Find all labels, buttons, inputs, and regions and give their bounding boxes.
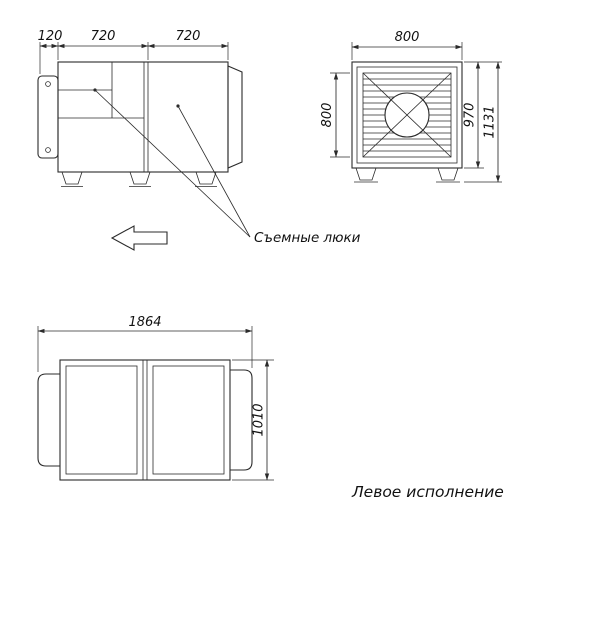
dim-label-1010: 1010 [252,403,267,436]
left-arrow-icon [110,225,168,251]
panel-frame [152,365,225,475]
variant-caption: Левое исполнение [351,483,504,501]
hatch-label: Съемные люки [254,230,361,246]
front-view: 800 800 970 1131 [320,30,502,183]
front-panel-frame [356,66,458,164]
unit-body [57,61,229,173]
foot [355,167,377,181]
flange-bolt [45,81,51,87]
inlet-flange [37,75,59,159]
top-view: 1864 1010 [37,315,274,481]
dim-label-800w: 800 [395,30,420,45]
diagonal-brace [362,72,452,158]
dim-label-1864: 1864 [128,315,161,330]
dim-label-800h: 800 [320,103,335,128]
foot [437,167,459,181]
dim-label-970: 970 [463,103,478,128]
inlet-flange-top [37,373,60,467]
flow-direction-arrow [110,225,168,251]
hatch-leader [94,89,251,238]
foot [129,171,151,185]
dim-label-1131: 1131 [483,105,498,138]
side-view: 120 720 720 Съемные люки [37,29,361,246]
front-casing [351,61,463,169]
foot [195,171,217,185]
flange-bolt [45,147,51,153]
dim-label-120: 120 [38,29,63,44]
dim-label-720a: 720 [91,29,116,44]
foot [61,171,83,185]
hatch-leader [177,105,251,238]
panel-frame [65,365,138,475]
outlet-flange-top [230,369,253,471]
dim-label-720b: 720 [176,29,201,44]
unit-body-top [59,359,231,481]
discharge-panel [227,65,243,169]
